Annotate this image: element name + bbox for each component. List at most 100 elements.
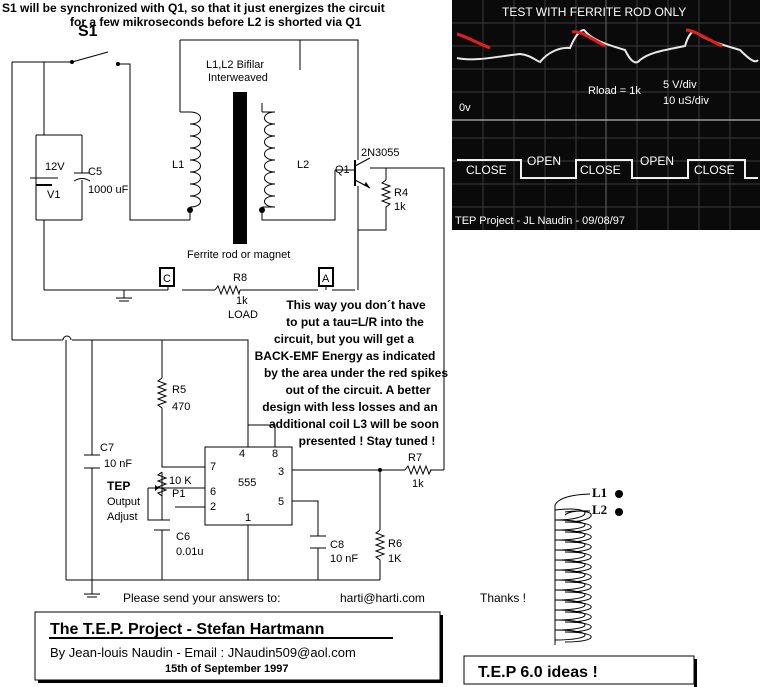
r6-value: 1K bbox=[388, 553, 402, 565]
resistor-r8: R8 1k LOAD bbox=[214, 272, 258, 321]
battery-voltage: 12V bbox=[45, 161, 65, 173]
pin-6: 6 bbox=[210, 486, 216, 498]
pin-2: 2 bbox=[210, 501, 216, 513]
core-label: Ferrite rod or magnet bbox=[187, 249, 290, 261]
scope-open-1: OPEN bbox=[527, 154, 561, 168]
ground-symbol-top bbox=[116, 297, 132, 302]
node-a: A bbox=[318, 267, 334, 287]
coil-title-1: L1,L2 Bifilar bbox=[206, 59, 264, 71]
pin-5: 5 bbox=[278, 496, 284, 508]
c8-name: C8 bbox=[330, 539, 344, 551]
c7-name: C7 bbox=[100, 442, 114, 454]
note-line: BACK-EMF Energy as indicated bbox=[255, 349, 436, 363]
l1-label: L1 bbox=[172, 159, 184, 171]
capacitor-c5: C5 1000 uF bbox=[73, 135, 129, 220]
scope-footer: TEP Project - JL Naudin - 09/08/97 bbox=[455, 215, 625, 227]
r5-value: 470 bbox=[172, 401, 190, 413]
c5-value: 1000 uF bbox=[88, 184, 129, 196]
c8-value: 10 nF bbox=[330, 553, 358, 565]
resistor-r7: R7 1k bbox=[378, 452, 432, 490]
ferrite-core bbox=[233, 92, 247, 244]
switch-s1: S1 bbox=[70, 23, 120, 66]
p1-value: 10 K bbox=[169, 475, 192, 487]
coil-l2 bbox=[264, 111, 276, 208]
scope-title: TEST WITH FERRITE ROD ONLY bbox=[502, 5, 686, 19]
resistor-r5: R5 470 bbox=[156, 377, 190, 413]
coil-l1-label: L1 bbox=[592, 485, 607, 500]
scope-vdiv: 5 V/div bbox=[663, 79, 697, 91]
battery-name: V1 bbox=[47, 189, 60, 201]
r8-name: R8 bbox=[233, 272, 247, 284]
ground-symbol-bottom bbox=[84, 593, 100, 598]
pin-7: 7 bbox=[210, 461, 216, 473]
red-spike bbox=[456, 32, 491, 50]
note-line: additional coil L3 will be soon bbox=[269, 417, 439, 431]
wire-crossover bbox=[62, 335, 72, 341]
scope-rload: Rload = 1k bbox=[588, 85, 641, 97]
r4-name: R4 bbox=[394, 187, 408, 199]
header-line-2: for a few mikroseconds before L2 is shor… bbox=[70, 15, 362, 29]
r4-value: 1k bbox=[394, 201, 406, 213]
thanks-text: Thanks ! bbox=[480, 591, 526, 605]
wires bbox=[11, 39, 445, 594]
scope-close-2: CLOSE bbox=[580, 163, 621, 177]
capacitor-c8: C8 10 nF bbox=[310, 535, 358, 565]
q1-name: Q1 bbox=[335, 164, 350, 176]
r5-name: R5 bbox=[172, 384, 186, 396]
project-date: 15th of September 1997 bbox=[165, 663, 289, 675]
q1-part: 2N3055 bbox=[361, 147, 400, 159]
transistor-q1: 2N3055 Q1 bbox=[335, 147, 400, 189]
project-title: The T.E.P. Project - Stefan Hartmann bbox=[50, 621, 324, 638]
node-c-label: C bbox=[163, 273, 171, 285]
pin-3: 3 bbox=[278, 466, 284, 478]
scope-zero-label: 0v bbox=[459, 102, 471, 114]
node-c: C bbox=[159, 267, 175, 287]
note-line: design with less losses and an bbox=[262, 400, 437, 414]
capacitor-c6: C6 0.01u bbox=[154, 519, 204, 558]
battery-v1: 12V V1 bbox=[30, 134, 65, 221]
note-line: circuit, but you will get a bbox=[274, 332, 414, 346]
adjust-label: Adjust bbox=[107, 511, 138, 523]
ic-555: 4 8 7 6 2 1 3 5 555 bbox=[204, 446, 293, 526]
ideas-title: T.E.P 6.0 ideas ! bbox=[478, 664, 598, 681]
send-prefix: Please send your answers to: bbox=[123, 591, 280, 605]
r8-load: LOAD bbox=[228, 309, 258, 321]
scope-tdiv: 10 uS/div bbox=[663, 95, 709, 107]
coil-sketch: L1 L2 bbox=[554, 485, 623, 645]
note-line: to put a tau=L/R into the bbox=[286, 315, 424, 329]
red-spike bbox=[685, 28, 723, 48]
bottom-trace bbox=[457, 159, 758, 179]
c6-value: 0.01u bbox=[176, 546, 204, 558]
r6-name: R6 bbox=[388, 538, 402, 550]
project-byline: By Jean-louis Naudin - Email : JNaudin50… bbox=[50, 645, 356, 660]
node-a-label: A bbox=[322, 273, 330, 285]
resistor-r4: R4 1k bbox=[380, 179, 408, 213]
ic-name: 555 bbox=[238, 477, 256, 489]
coil-l1 bbox=[189, 111, 201, 208]
coil-title-2: Interweaved bbox=[208, 72, 268, 84]
c6-name: C6 bbox=[176, 531, 190, 543]
oscilloscope-screen: TEST WITH FERRITE ROD ONLY Rload = 1k 5 … bbox=[452, 0, 760, 230]
email-link[interactable]: harti@harti.com bbox=[340, 591, 425, 605]
note-paragraph: This way you don´t have to put a tau=L/R… bbox=[255, 298, 449, 448]
scope-close-3: CLOSE bbox=[694, 163, 735, 177]
r7-value: 1k bbox=[412, 478, 424, 490]
capacitor-c7: C7 10 nF bbox=[84, 442, 132, 470]
scope-close-1: CLOSE bbox=[466, 163, 507, 177]
potentiometer-p1: 10 K P1 TEP Output Adjust bbox=[107, 471, 192, 523]
ideas-box: T.E.P 6.0 ideas ! bbox=[463, 655, 697, 687]
pin-1: 1 bbox=[245, 512, 251, 524]
l2-label: L2 bbox=[297, 159, 309, 171]
pin-8: 8 bbox=[272, 448, 278, 460]
note-line: This way you don´t have bbox=[286, 298, 426, 312]
note-line: presented ! Stay tuned ! bbox=[299, 434, 436, 448]
coil-l2-label: L2 bbox=[592, 502, 607, 517]
tep-label: TEP bbox=[107, 479, 130, 493]
red-spike bbox=[571, 30, 606, 48]
header-line-1: S1 will be synchronized with Q1, so that… bbox=[2, 1, 385, 15]
resistor-r6: R6 1K bbox=[374, 529, 402, 565]
pin-4: 4 bbox=[239, 448, 245, 460]
note-line: out of the circuit. A better bbox=[285, 383, 430, 397]
r8-value: 1k bbox=[236, 295, 248, 307]
